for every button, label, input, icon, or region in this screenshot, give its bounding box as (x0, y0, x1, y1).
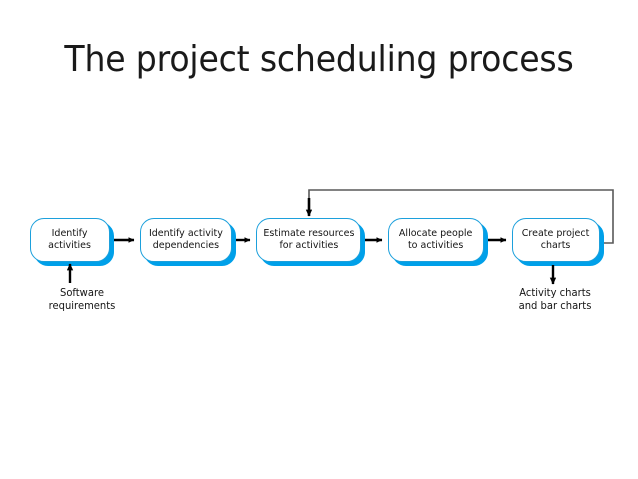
node-label: Identify activities (48, 227, 92, 252)
caption-software-requirements: Software requirements (48, 287, 116, 312)
caption-activity-bar-charts: Activity charts and bar charts (518, 287, 592, 312)
node-body: Estimate resources for activities (256, 218, 361, 262)
node-estimate-resources[interactable]: Estimate resources for activities (256, 218, 365, 266)
page-title: The project scheduling process (64, 39, 574, 80)
node-label: Identify activity dependencies (149, 227, 223, 252)
node-label: Allocate people to activities (399, 227, 473, 252)
node-create-project-charts[interactable]: Create project charts (512, 218, 604, 266)
node-body: Identify activities (30, 218, 110, 262)
node-allocate-people[interactable]: Allocate people to activities (388, 218, 488, 266)
node-body: Identify activity dependencies (140, 218, 232, 262)
node-label: Estimate resources for activities (262, 227, 355, 252)
node-label: Create project charts (522, 227, 590, 252)
node-body: Create project charts (512, 218, 600, 262)
node-identify-activities[interactable]: Identify activities (30, 218, 114, 266)
node-identify-dependencies[interactable]: Identify activity dependencies (140, 218, 236, 266)
node-body: Allocate people to activities (388, 218, 484, 262)
